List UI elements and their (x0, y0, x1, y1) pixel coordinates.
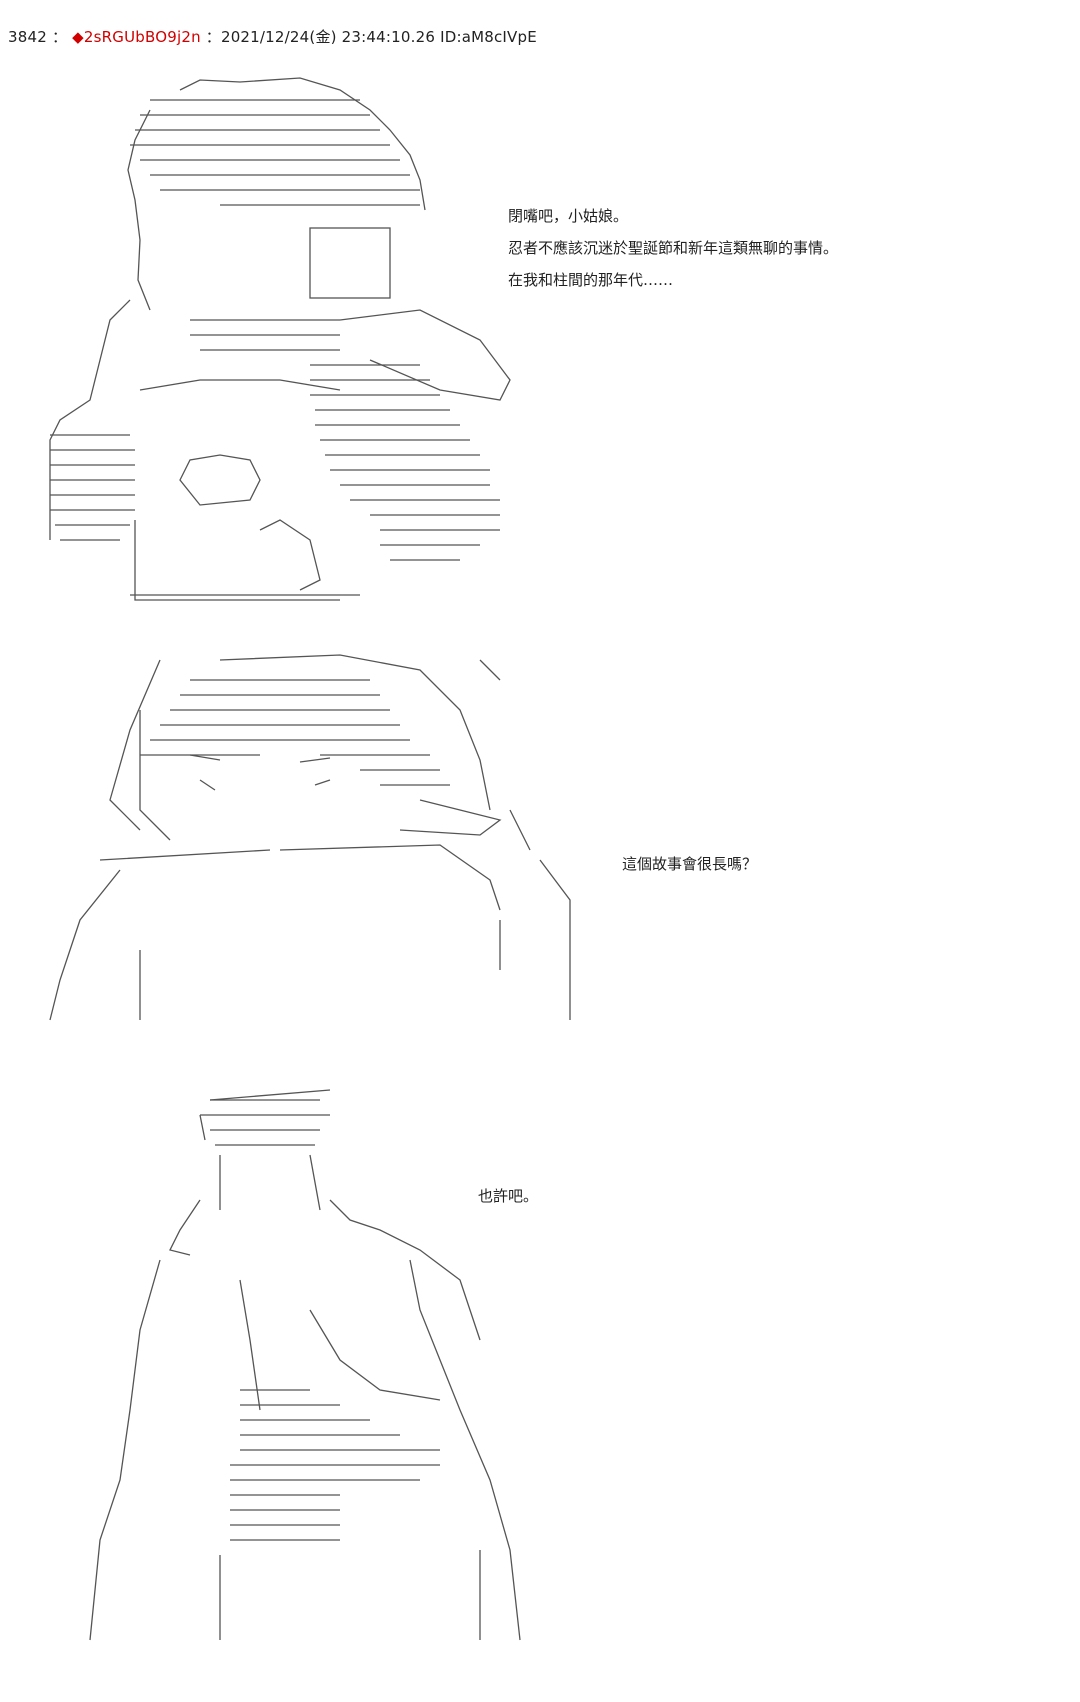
post-header: 3842 ： ◆2sRGUbBO9j2n ：2021/12/24(金) 23:4… (8, 26, 537, 47)
ascii-art-panel-3 (89, 1089, 521, 1641)
post-separator: ： (51, 28, 68, 46)
dialog-line: 也許吧。 (478, 1187, 539, 1205)
dialog-line: 在我和柱間的那年代…… (508, 271, 674, 289)
ascii-art-panel-2 (49, 654, 571, 1021)
dialog-line: 閉嘴吧，小姑娘。 (508, 207, 629, 225)
ascii-art-panel-1 (49, 77, 511, 601)
dialog-panel-3: 也許吧。 (478, 1180, 538, 1212)
dialog-panel-2: 這個故事會很長嗎？ (622, 848, 757, 880)
trip-diamond-icon: ◆ (72, 28, 84, 46)
poster-id[interactable]: ID:aM8cIVpE (440, 28, 537, 46)
post-datetime: ：2021/12/24(金) 23:44:10.26 (205, 28, 436, 46)
poster-trip[interactable]: 2sRGUbBO9j2n (83, 28, 201, 46)
dialog-line: 忍者不應該沉迷於聖誕節和新年這類無聊的事情。 (508, 239, 839, 257)
dialog-panel-1: 閉嘴吧，小姑娘。 忍者不應該沉迷於聖誕節和新年這類無聊的事情。 在我和柱間的那年… (508, 200, 838, 296)
post-number: 3842 (8, 28, 47, 46)
dialog-line: 這個故事會很長嗎？ (622, 855, 758, 873)
